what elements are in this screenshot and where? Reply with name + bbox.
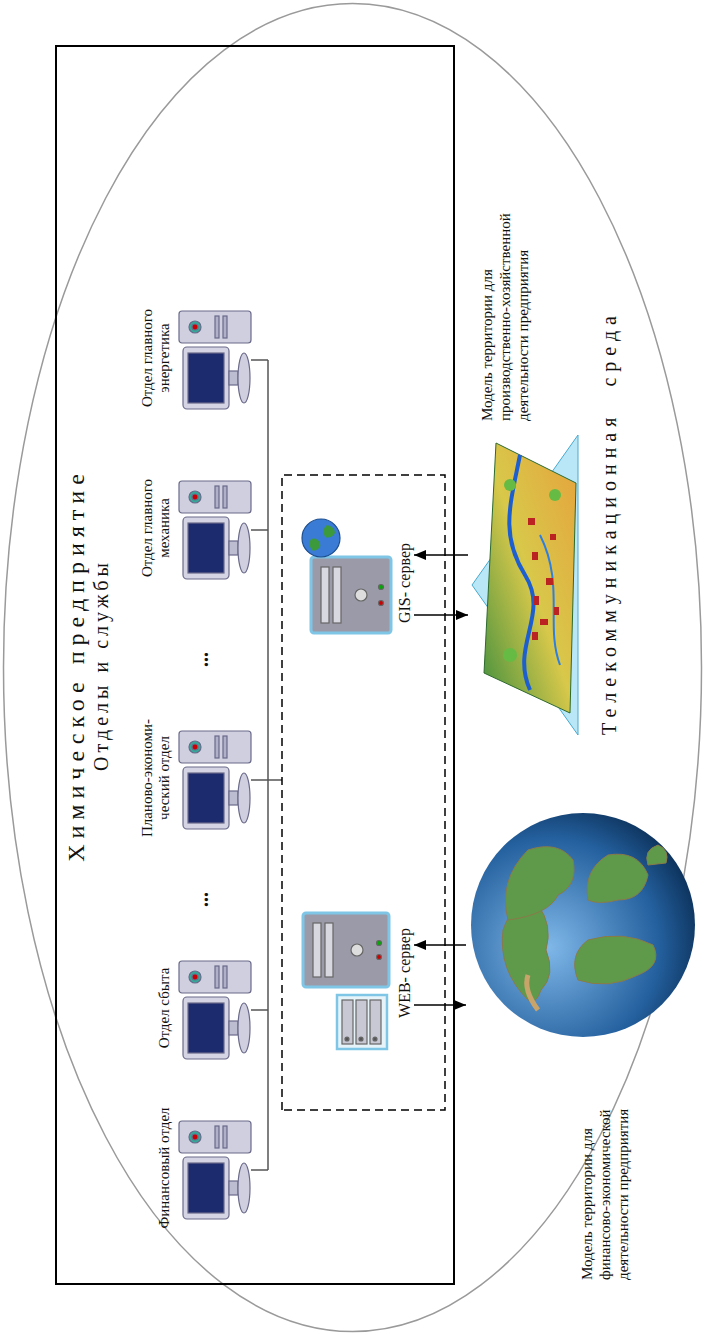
department-workstation: Финансовый отдел (129, 1093, 255, 1243)
globe-illustration (468, 810, 698, 1040)
server-icon (299, 893, 394, 1053)
model-label: Модель территории для производственно-хо… (478, 161, 532, 421)
department-label: Отдел главного механика (139, 453, 174, 603)
label-holder: Планово-экономи- ческий отдел (129, 703, 173, 853)
enterprise-box: Химическое предприятиеОтделы и службыФин… (55, 45, 455, 1285)
computer-icon (175, 953, 255, 1063)
server-icon (299, 503, 394, 663)
data-flow-arrow (414, 554, 468, 556)
computer-icon (175, 723, 255, 833)
caption-holder: Телекоммуникационная среда (598, 310, 621, 735)
ellipsis-label: ... (190, 892, 213, 907)
lan-bus (251, 360, 282, 1170)
data-flow-arrow (414, 944, 466, 946)
map-row: Модель территории для производственно-хо… (470, 155, 580, 735)
label-holder: Финансовый отдел (129, 1093, 173, 1243)
department-label: Отдел сбыта (156, 968, 173, 1049)
data-flow-arrow (414, 614, 468, 616)
web-server: WEB- сервер (297, 893, 414, 1053)
globe-model: Модель территории для финансово-экономич… (468, 780, 698, 1280)
computer-icon (175, 473, 255, 583)
ellipsis-label: ... (190, 652, 213, 667)
box-title: Химическое предприятие (63, 47, 90, 1283)
department-label: Финансовый отдел (156, 1107, 173, 1228)
model-label: Модель территории для финансово-экономич… (578, 1052, 632, 1280)
department-workstation: Планово-экономи- ческий отдел (129, 703, 255, 853)
region-label: Телекоммуникационная среда (598, 310, 620, 735)
department-label: Планово-экономи- ческий отдел (139, 703, 174, 853)
computer-icon (175, 303, 255, 413)
department-workstation: Отдел главного энергетика (129, 283, 255, 433)
territory-map: Модель территории для производственно-хо… (470, 155, 580, 735)
gis-server: GIS- сервер (297, 503, 414, 663)
server-label: WEB- сервер (396, 893, 414, 1053)
data-flow-arrow (414, 1004, 466, 1006)
server-group-frame (282, 475, 445, 1110)
computer-icon (175, 1113, 255, 1223)
label-holder: Отдел главного механика (129, 453, 173, 603)
department-workstation: Отдел сбыта (129, 933, 255, 1083)
department-label: Отдел главного энергетика (139, 283, 174, 433)
server-label: GIS- сервер (396, 503, 414, 663)
box-subtitle: Отделы и службы (90, 47, 113, 1283)
globe-row: Модель территории для финансово-экономич… (468, 780, 698, 1280)
label-holder: Отдел главного энергетика (129, 283, 173, 433)
map-illustration (470, 435, 580, 735)
department-workstation: Отдел главного механика (129, 453, 255, 603)
label-holder: Отдел сбыта (129, 933, 173, 1083)
